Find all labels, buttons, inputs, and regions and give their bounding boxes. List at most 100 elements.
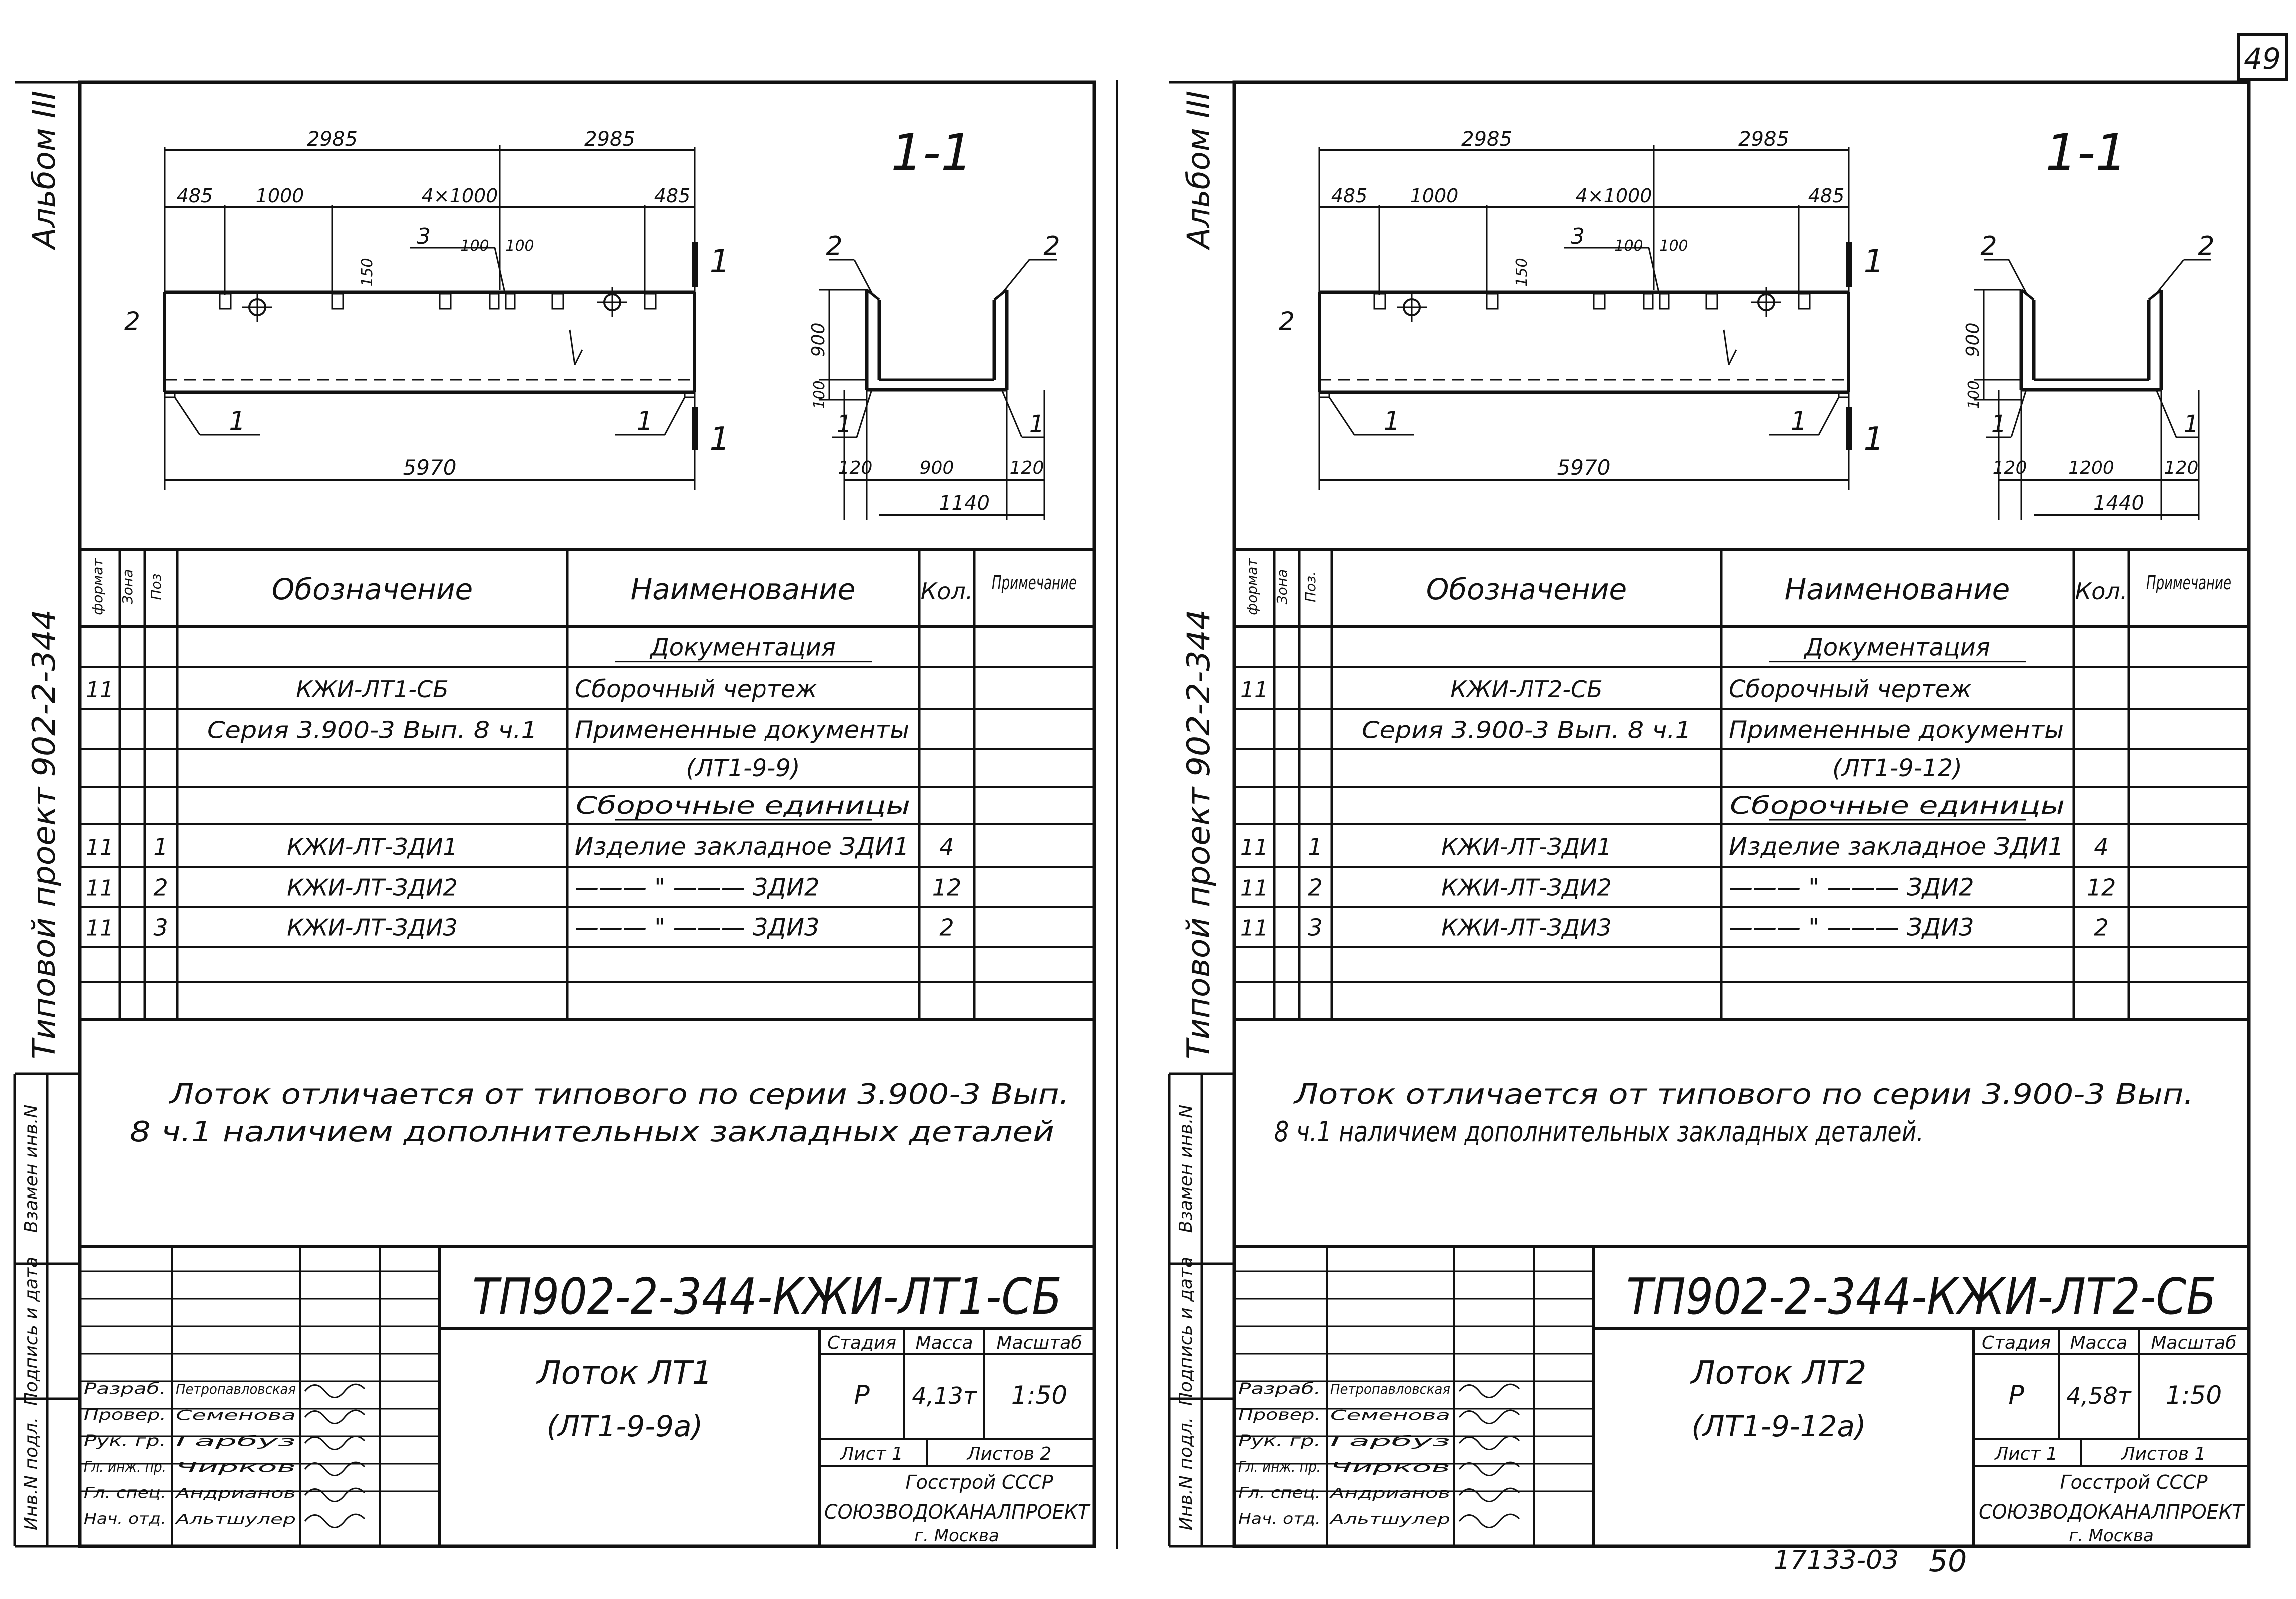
- section-title: 1-1: [2045, 123, 2127, 182]
- person-role: Нач. отд.: [84, 1510, 166, 1528]
- leader-line: [1328, 397, 1355, 435]
- embedded-plate: [1705, 293, 1718, 310]
- spec-cell-name: Изделие закладное ЗДИ1: [575, 833, 909, 861]
- signature: [1458, 1487, 1520, 1502]
- spec-cell-format: 11: [86, 916, 114, 941]
- spec-cell-pos: 3: [1308, 914, 1322, 941]
- page-number: 49: [2244, 42, 2281, 76]
- footer-page: 50: [1929, 1544, 1967, 1579]
- embedded-plate: [1798, 293, 1811, 310]
- dim-label: 485: [1808, 185, 1845, 207]
- pos-label: 3: [1571, 224, 1585, 249]
- section-mark-label: 1: [710, 243, 730, 280]
- person-name: Гарбуз: [176, 1433, 296, 1449]
- person-name: Петропавловская: [176, 1381, 296, 1397]
- leader-line: [1000, 259, 1030, 295]
- inv-original-label: Инв.N подл.: [21, 1417, 42, 1530]
- document-code: ТП902-2-344-КЖИ-ЛТ2-СБ: [1626, 1267, 2216, 1326]
- spec-cell-name: (ЛТ1-9-12): [1832, 754, 1962, 782]
- spec-cell-name: Сборочный чертеж: [1729, 675, 1972, 703]
- signature: [304, 1487, 366, 1502]
- dim-label: 120: [1993, 458, 2027, 478]
- dim-label: 120: [2164, 458, 2199, 478]
- person-role: Гл. инж. пр.: [84, 1458, 166, 1476]
- spec-cell-designation: КЖИ-ЛТ-ЗДИ3: [287, 914, 458, 941]
- dim-label: 2985: [1461, 128, 1512, 151]
- embedded-plate: [219, 293, 232, 310]
- person-role: Гл. спец.: [84, 1484, 166, 1502]
- spec-cell-designation: Серия 3.900-3 Вып. 8 ч.1: [207, 717, 537, 744]
- embedded-plate: [644, 293, 657, 310]
- organization-name: СОЮЗВОДОКАНАЛПРОЕКТ: [1979, 1501, 2245, 1524]
- spec-cell-format: 11: [86, 677, 114, 703]
- person-name: Чирков: [176, 1459, 296, 1475]
- break-line: [569, 329, 576, 365]
- dim-label: 2985: [1738, 128, 1789, 151]
- pos-label: 2: [1279, 307, 1295, 336]
- signature: [1458, 1383, 1520, 1398]
- person-role: Разраб.: [1238, 1380, 1321, 1398]
- spec-cell-format: 11: [1240, 916, 1268, 941]
- page-number-box: [2237, 33, 2288, 81]
- col-stage: Стадия: [1982, 1333, 2051, 1353]
- note-line-1: Лоток отличается от типового по серии 3.…: [169, 1078, 1069, 1111]
- note-line-2: 8 ч.1 наличием дополнительных закладных …: [1274, 1116, 1924, 1148]
- spec-header-designation: Обозначение: [1426, 572, 1627, 606]
- leader-line: [664, 397, 686, 435]
- spec-cell-qty: 12: [932, 874, 962, 901]
- person-role: Провер.: [1238, 1406, 1321, 1424]
- leader-line: [2155, 389, 2177, 438]
- section-mark-label: 1: [710, 421, 730, 458]
- dim-label: 120: [1010, 458, 1044, 478]
- spec-row: Документация: [1769, 634, 2026, 663]
- wall: [993, 289, 1008, 301]
- col-mass: Масса: [916, 1333, 973, 1353]
- person-name: Андрианов: [174, 1485, 296, 1501]
- leader-line: [2010, 389, 2027, 438]
- spec-header-zone: Зона: [119, 569, 136, 605]
- leader-line: [1648, 247, 1660, 293]
- spec-header-note: Примечание: [2146, 572, 2231, 594]
- spec-header-format: формат: [89, 558, 106, 615]
- person-name: Семенова: [176, 1407, 296, 1423]
- spec-cell-format: 11: [1240, 677, 1268, 703]
- leader-line: [2008, 259, 2028, 295]
- dim-label: 100: [811, 380, 828, 409]
- spec-cell-format: 11: [1240, 835, 1268, 860]
- spec-cell-name: Документация: [649, 634, 836, 662]
- spec-cell-name: Примененные документы: [1729, 716, 2064, 744]
- pos-label: 1: [2184, 410, 2199, 438]
- dim-label: 1440: [2093, 492, 2144, 515]
- sheet-count: Листов 1: [2121, 1444, 2206, 1464]
- embedded-plate: [1659, 293, 1670, 310]
- pos-label: 3: [417, 224, 431, 249]
- dim-label: 1000: [256, 185, 304, 207]
- sheet-number: Лист 1: [839, 1444, 903, 1464]
- section-title: 1-1: [891, 123, 972, 182]
- signature-date-label: Подпись и дата: [21, 1257, 42, 1406]
- person-role: Провер.: [84, 1406, 166, 1424]
- dim-label: 1200: [2068, 458, 2114, 478]
- stage-value: Р: [2008, 1380, 2024, 1410]
- document-code: ТП902-2-344-КЖИ-ЛТ1-СБ: [472, 1267, 1062, 1326]
- organization-name: СОЮЗВОДОКАНАЛПРОЕКТ: [824, 1501, 1091, 1524]
- sheet-number: Лист 1: [1994, 1444, 2058, 1464]
- spec-cell-pos: 2: [153, 874, 168, 901]
- organization: Госстрой СССР: [905, 1471, 1053, 1493]
- dim-label: 2985: [307, 128, 358, 151]
- spec-cell-designation: КЖИ-ЛТ-ЗДИ2: [287, 874, 458, 901]
- spec-header-pos: Поз.: [1302, 571, 1319, 602]
- spec-cell-name: ——— " ——— ЗДИ2: [575, 874, 820, 902]
- wall: [2020, 289, 2035, 301]
- drawing-name: Лоток ЛТ2: [1690, 1355, 1867, 1392]
- signature-date-label: Подпись и дата: [1176, 1257, 1196, 1406]
- signature: [304, 1409, 366, 1424]
- project-label: Типовой проект 902-2-344: [26, 609, 62, 1059]
- spec-cell-pos: 2: [1308, 874, 1322, 901]
- spec-cell-designation: КЖИ-ЛТ-ЗДИ3: [1441, 914, 1612, 941]
- signature: [1458, 1461, 1520, 1476]
- pos-label: 1: [229, 406, 245, 436]
